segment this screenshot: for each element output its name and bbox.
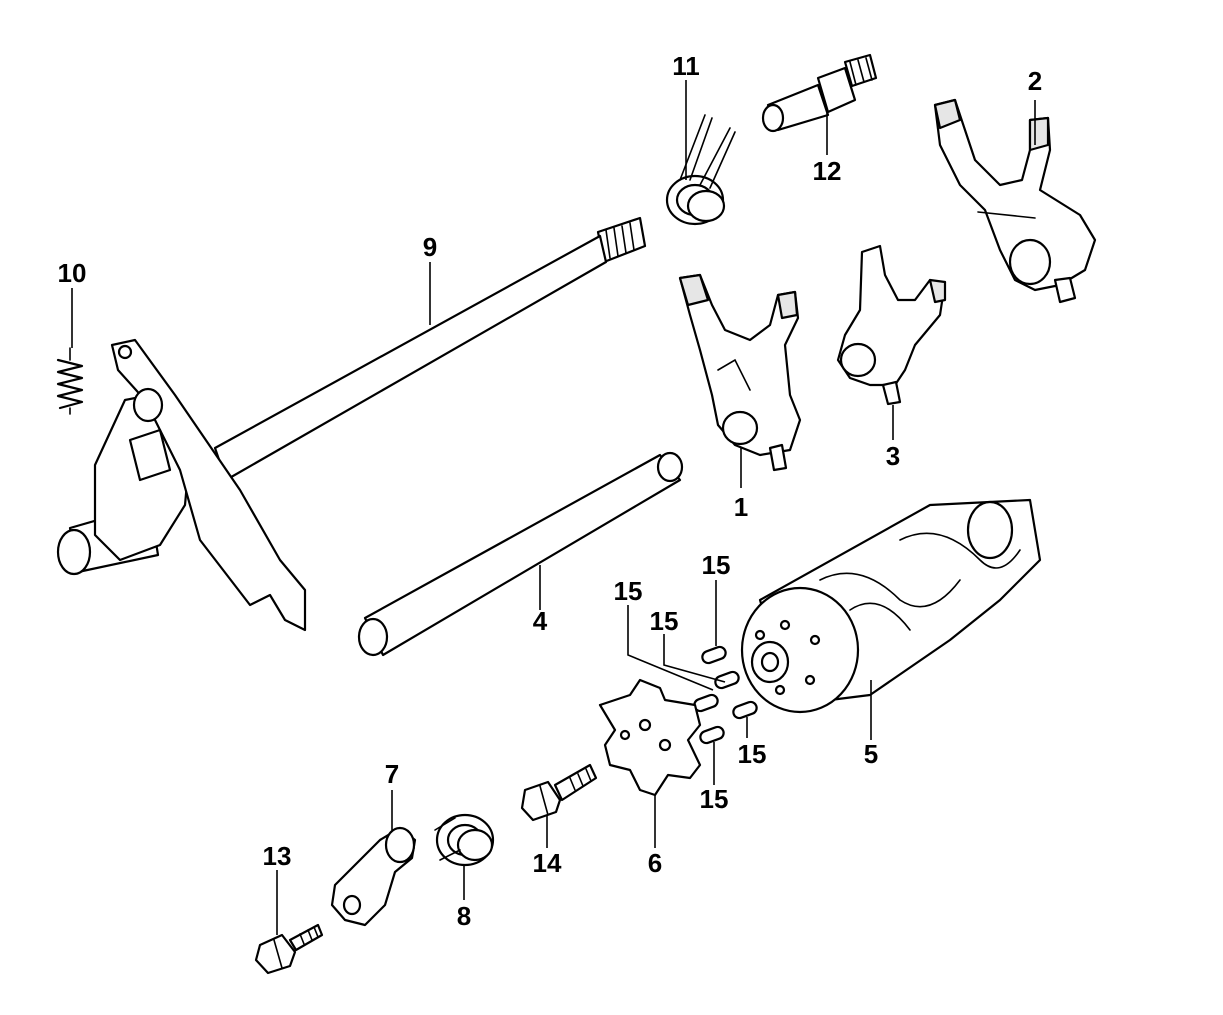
gearshift-shaft (56, 216, 647, 632)
shift-drum-cam (598, 678, 702, 797)
stopper-pin-stud (761, 53, 878, 133)
callout-12: 12 (813, 156, 842, 186)
callout-4: 4 (533, 606, 548, 636)
stopper-arm (330, 826, 417, 927)
callout-1: 1 (734, 492, 748, 522)
shift-fork-3 (836, 244, 947, 406)
leader-lines (71, 80, 1036, 935)
callout-15b: 15 (614, 576, 643, 606)
callout-13: 13 (263, 841, 292, 871)
shift-fork-1 (678, 273, 802, 472)
callout-14: 14 (533, 848, 562, 878)
callout-5: 5 (864, 739, 878, 769)
callout-15c: 15 (650, 606, 679, 636)
callout-7: 7 (385, 759, 399, 789)
shift-fork-2 (933, 98, 1097, 304)
shift-fork-shaft (357, 451, 684, 657)
callout-15e: 15 (700, 784, 729, 814)
cam-bolt (520, 763, 598, 822)
callout-labels: 1 2 3 4 5 6 7 8 9 10 11 12 13 14 15 15 1… (58, 51, 1043, 931)
callout-3: 3 (886, 441, 900, 471)
callout-8: 8 (457, 901, 471, 931)
stopper-bolt (254, 923, 324, 975)
callout-11: 11 (672, 51, 700, 81)
return-spring-small (56, 347, 84, 415)
shift-drum (740, 498, 1042, 714)
callout-10: 10 (58, 258, 87, 288)
callout-15d: 15 (738, 739, 767, 769)
stopper-arm-spring (434, 813, 495, 867)
callout-6: 6 (648, 848, 662, 878)
torsion-spring (665, 114, 736, 226)
callout-9: 9 (423, 232, 437, 262)
callout-15a: 15 (702, 550, 731, 580)
callout-2: 2 (1028, 66, 1042, 96)
